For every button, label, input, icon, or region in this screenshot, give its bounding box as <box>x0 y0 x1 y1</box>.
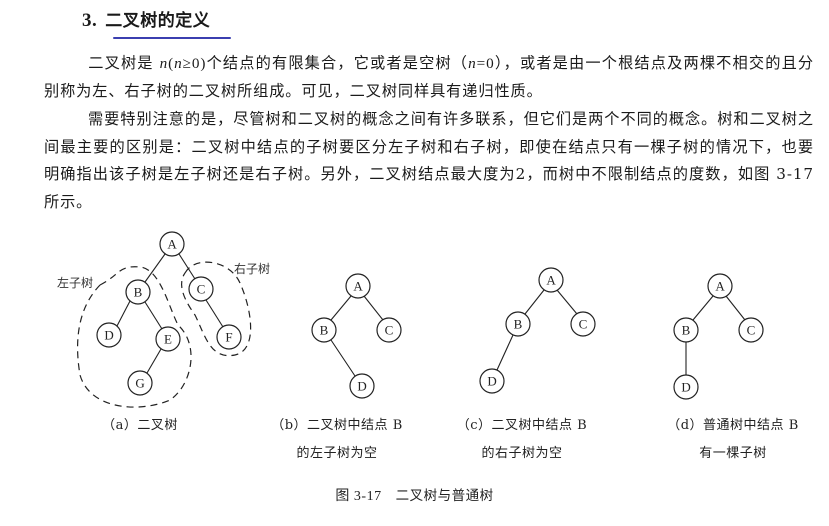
caption-line: 有一棵子树 <box>699 446 767 461</box>
tree-node: G <box>127 370 153 396</box>
paragraph-definition: 二叉树是 n(n≥0)个结点的有限集合，它或者是空树（n=0），或者是由一个根结… <box>44 50 814 105</box>
caption-c: （c）二叉树中结点 B 的右子树为空 <box>447 412 597 468</box>
tree-node: E <box>155 326 181 352</box>
tree-node: A <box>159 231 185 257</box>
left-subtree-label: 左子树 <box>57 275 93 290</box>
section-heading: 3. 二叉树的定义 <box>82 6 210 32</box>
figure-3-17-trees: 左子树 右子树 A B C D E F G A B C D A B C D A … <box>57 231 764 408</box>
svg-text:C: C <box>747 323 756 338</box>
tree-a-nodes: A B C D E F G <box>96 231 242 396</box>
svg-text:A: A <box>546 273 556 288</box>
caption-line: （c）二叉树中结点 B <box>456 418 588 433</box>
tree-node: F <box>216 324 242 350</box>
svg-text:B: B <box>514 317 523 332</box>
caption-line: （b）二叉树中结点 B <box>271 418 403 433</box>
text-run: 个结点的有限集合，它或者是空树（ <box>206 54 469 72</box>
tree-node: D <box>479 368 505 394</box>
figure-number: 图 3-17 <box>335 489 382 504</box>
heading-underline <box>113 37 231 39</box>
text-run: ），或者是由一个根结点及两棵不相交的且分别称为左、右子树的二叉树所组成。可见，二… <box>44 54 815 100</box>
tree-b: A B C D <box>311 273 402 399</box>
math-n: n <box>174 55 183 72</box>
section-title: 二叉树的定义 <box>105 11 211 31</box>
tree-c: A B C D <box>479 267 596 394</box>
svg-text:E: E <box>164 332 172 347</box>
text-run: 二叉树是 <box>88 54 160 72</box>
tree-node: A <box>707 273 733 299</box>
svg-text:D: D <box>487 374 496 389</box>
paragraph-difference: 需要特别注意的是，尽管树和二叉树的概念之间有许多联系，但它们是两个不同的概念。树… <box>44 106 814 216</box>
tree-node: D <box>673 374 699 400</box>
svg-text:B: B <box>134 285 143 300</box>
svg-text:C: C <box>579 317 588 332</box>
text-run: 需要特别注意的是，尽管树和二叉树的概念之间有许多联系，但它们是两个不同的概念。树… <box>44 110 814 211</box>
math-n: n <box>468 55 477 72</box>
right-subtree-outline <box>181 261 252 357</box>
tree-node: D <box>96 322 122 348</box>
tree-node: B <box>311 317 337 343</box>
svg-text:D: D <box>357 379 366 394</box>
caption-b: （b）二叉树中结点 B 的左子树为空 <box>262 412 412 468</box>
math-paren: ( <box>168 55 175 72</box>
math-equals-zero: =0 <box>476 55 495 72</box>
svg-text:A: A <box>167 237 177 252</box>
caption-line: （a）二叉树 <box>102 418 178 433</box>
svg-text:C: C <box>197 282 206 297</box>
svg-text:F: F <box>225 330 232 345</box>
tree-node: C <box>376 317 402 343</box>
caption-d: （d）普通树中结点 B 有一棵子树 <box>658 412 808 468</box>
right-subtree-label: 右子树 <box>234 261 270 276</box>
tree-node: C <box>570 311 596 337</box>
tree-node: C <box>188 276 214 302</box>
tree-a-edges <box>116 253 224 374</box>
tree-node: B <box>125 279 151 305</box>
tree-d: A B C D <box>673 273 764 400</box>
math-n: n <box>159 55 169 72</box>
caption-line: 的右子树为空 <box>481 446 563 461</box>
section-number: 3. <box>82 10 98 31</box>
tree-node: D <box>349 373 375 399</box>
svg-text:D: D <box>104 328 113 343</box>
left-subtree-outline <box>76 266 192 408</box>
svg-text:B: B <box>682 323 691 338</box>
figure-title: 图 3-17 二叉树与普通树 <box>0 484 829 505</box>
svg-text:C: C <box>385 323 394 338</box>
svg-text:B: B <box>320 323 329 338</box>
svg-text:G: G <box>135 376 144 391</box>
tree-node: A <box>538 267 564 293</box>
svg-text:D: D <box>681 380 690 395</box>
math-condition: ≥0) <box>182 55 207 72</box>
caption-line: 的左子树为空 <box>296 446 378 461</box>
caption-a: （a）二叉树 <box>70 412 210 440</box>
tree-node: B <box>673 317 699 343</box>
svg-text:A: A <box>353 279 363 294</box>
tree-node: A <box>345 273 371 299</box>
caption-line: （d）普通树中结点 B <box>667 418 799 433</box>
figure-title-text: 二叉树与普通树 <box>395 488 494 504</box>
svg-text:A: A <box>715 279 725 294</box>
tree-node: C <box>738 317 764 343</box>
tree-node: B <box>505 311 531 337</box>
